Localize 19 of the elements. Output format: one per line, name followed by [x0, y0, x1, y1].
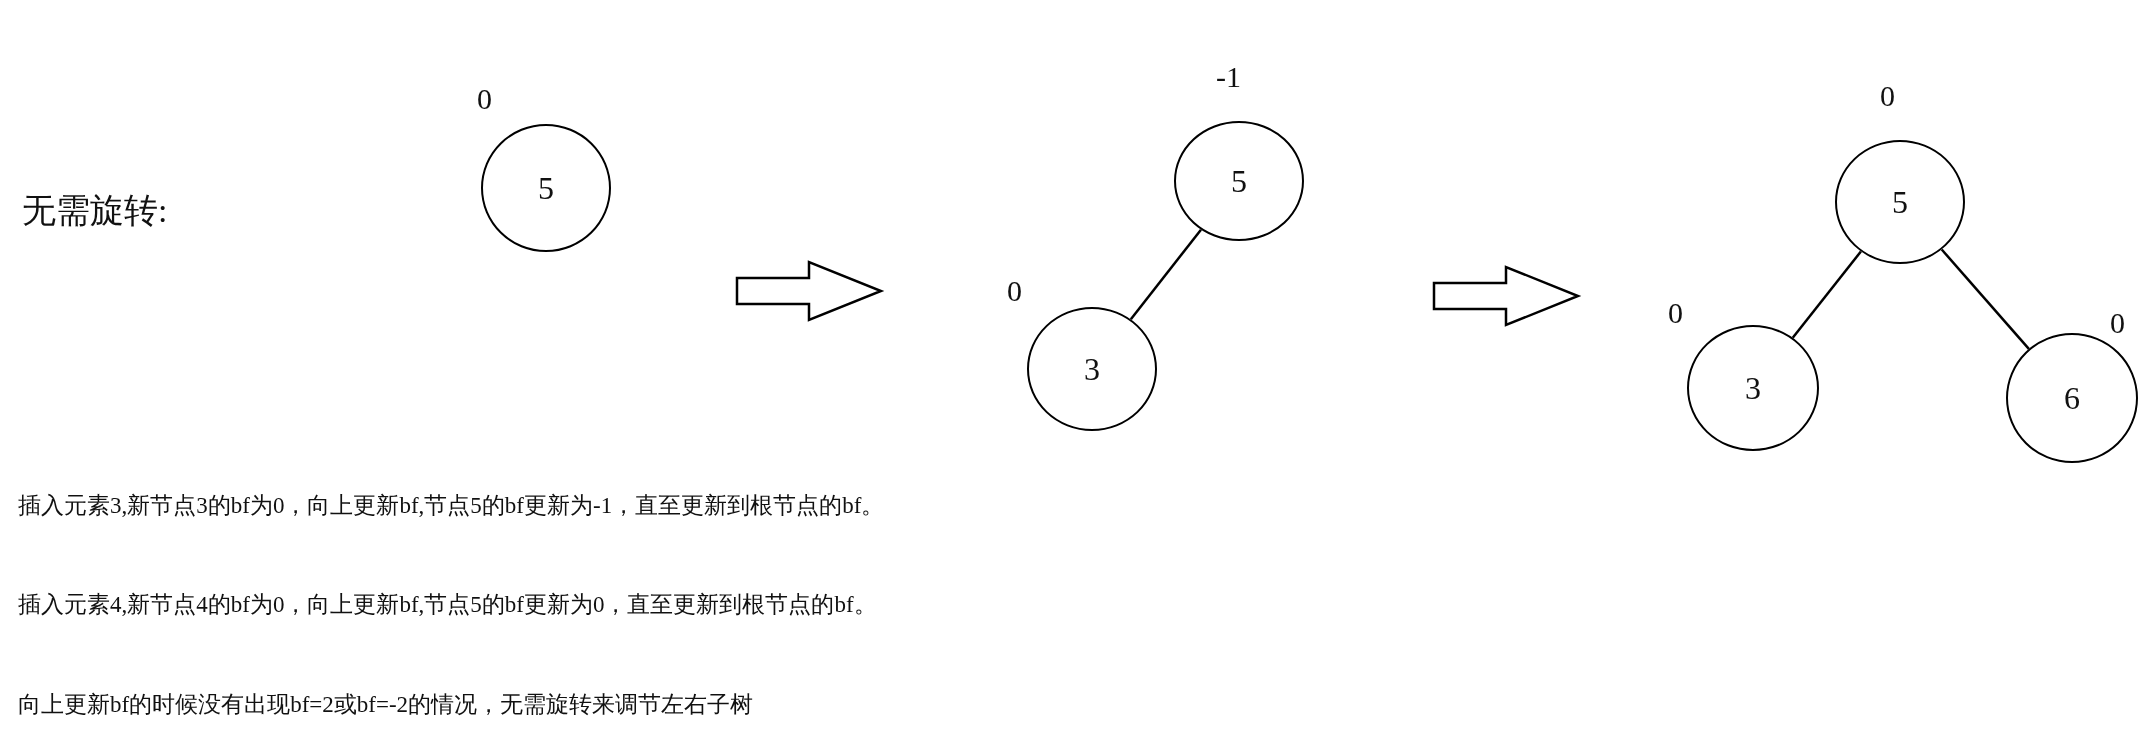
balance-factor: 0: [1880, 79, 1895, 113]
node-value: 5: [1892, 183, 1908, 221]
balance-factor: 0: [1007, 274, 1022, 308]
tree-edge: [1129, 228, 1202, 321]
node-value: 3: [1745, 369, 1761, 407]
note-text: 插入元素4,新节点4的bf为0，向上更新bf,节点5的bf更新为0，直至更新到根节点的bf。: [18, 591, 877, 619]
balance-factor: -1: [1216, 60, 1241, 94]
node-value: 5: [1231, 162, 1247, 200]
note-text: 插入元素3,新节点3的bf为0，向上更新bf,节点5的bf更新为-1，直至更新到根节点的bf。: [18, 492, 885, 520]
node-value: 3: [1084, 350, 1100, 388]
heading-text: 无需旋转:: [22, 191, 168, 231]
balance-factor: 0: [2110, 306, 2125, 340]
note-text: 向上更新bf的时候没有出现bf=2或bf=-2的情况，无需旋转来调节左右子树: [18, 691, 754, 719]
tree-edge: [1791, 250, 1862, 339]
tree-edge: [1940, 248, 2030, 350]
node-value: 6: [2064, 379, 2080, 417]
node-value: 5: [538, 169, 554, 207]
balance-factor: 0: [1668, 296, 1683, 330]
balance-factor: 0: [477, 82, 492, 116]
